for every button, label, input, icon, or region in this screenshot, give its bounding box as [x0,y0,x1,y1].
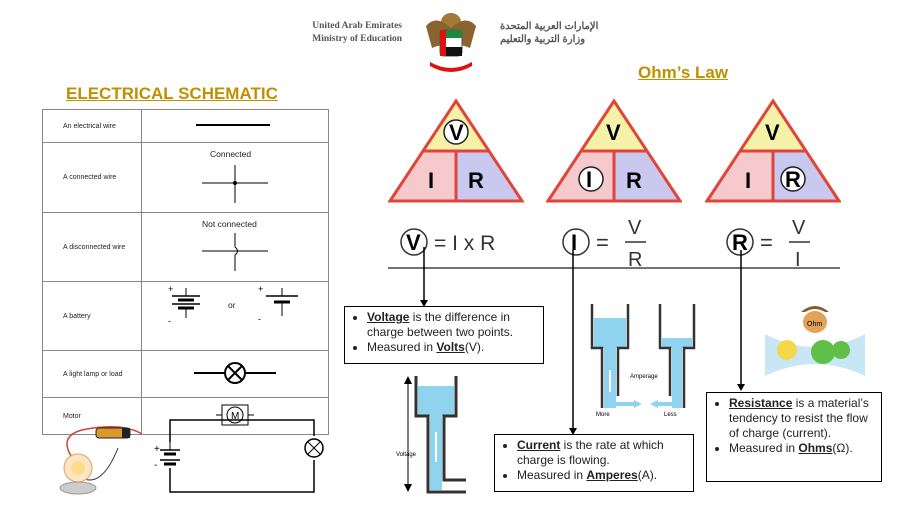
motor-symbol: M [141,397,329,435]
formula-voltage: V = I x R [396,222,536,267]
formula-r-num: V [792,217,806,239]
lamp-symbol [141,350,329,398]
svg-text:+: + [168,284,173,294]
resistance-unit-name: Ohms [798,441,833,455]
formula-i-num: V [628,217,642,239]
schematic-row-label: A disconnected wire [42,212,142,282]
current-unit-suffix: (A). [637,468,658,482]
voltage-illustration-label: Voltage [396,452,417,458]
triangle-letter-i: I [428,168,434,193]
header-english: United Arab Emirates Ministry of Educati… [282,20,402,46]
current-def: is the rate at which charge is flowing. [517,438,664,467]
schematic-row-label: An electrical wire [42,109,142,143]
ohm-label: Ohm [807,321,822,328]
header-english-line-2: Ministry of Education [312,34,402,44]
formula-i-den: R [628,249,642,271]
svg-text:-: - [258,314,261,324]
motor-letter: M [231,411,239,422]
current-measured-prefix: Measured in [517,468,587,482]
triangle-letter-v: V [606,120,621,145]
triangle-letter-r: R [468,168,484,193]
voltage-term: Voltage [367,310,410,324]
current-definition: Current is the rate at which charge is f… [517,438,687,468]
resistance-definition: Resistance is a material’s tendency to r… [729,396,875,441]
schematic-title: ELECTRICAL SCHEMATIC [66,84,278,103]
triangle-letter-r: R [626,168,642,193]
formula-resistance: R = V I [722,214,822,279]
svg-text:-: - [154,460,157,471]
resistance-cartoon-illustration: Ohm [765,298,865,378]
current-definition-box: Current is the rate at which charge is f… [494,434,694,492]
voltage-measured-prefix: Measured in [367,340,437,354]
formula-i-lhs: I [571,230,577,255]
lamp-circuit-illustration [42,418,143,498]
less-label: Less [664,412,677,418]
voltage-definition-box: Voltage is the difference in charge betw… [344,306,544,364]
resistance-measured-prefix: Measured in [729,441,799,455]
triangle-letter-v: V [765,120,780,145]
more-label: More [596,412,610,418]
ohms-triangle-v: V I R [387,98,525,209]
current-term: Current [517,438,561,452]
amperage-label: Amperage [630,374,658,380]
current-unit-name: Amperes [586,468,638,482]
emblem-logo [418,4,484,74]
not-connected-caption: Not connected [202,219,257,229]
voltage-unit: Measured in Volts(V). [367,340,537,355]
header-english-line-1: United Arab Emirates [312,21,402,31]
voltage-unit-suffix: (V). [464,340,485,354]
formula-r-den: I [795,249,801,271]
svg-text:-: - [168,316,171,326]
svg-text:+: + [154,444,160,455]
header-arabic-line-2: وزارة التربية والتعليم [500,34,586,45]
battery-or-caption: or [228,300,236,310]
ohms-triangle-i: V I R [545,98,683,209]
voltage-water-illustration: Voltage [396,372,472,496]
resistance-definition-box: Resistance is a material’s tendency to r… [706,392,882,482]
current-unit: Measured in Amperes(A). [517,468,687,483]
formula-v-rhs: = I x R [434,232,495,255]
ohms-triangle-r: V I R [704,98,842,209]
formula-i-eq: = [596,230,609,255]
svg-text:+: + [258,284,263,294]
header-arabic-line-1: الإمارات العربية المتحدة [500,21,599,32]
simple-circuit-diagram: +- [150,414,335,496]
voltage-definition: Voltage is the difference in charge betw… [367,310,537,340]
schematic-row-label: A light lamp or load [42,350,142,398]
triangle-letter-r: R [785,167,801,192]
triangle-letter-i: I [745,168,751,193]
battery-symbol: or + - + - [141,281,329,351]
resistance-unit: Measured in Ohms(Ω). [729,441,875,456]
resistance-term: Resistance [729,396,793,410]
formula-r-eq: = [760,230,773,255]
formula-r-lhs: R [732,230,748,255]
connected-caption: Connected [210,149,252,159]
amperage-water-illustration: Amperage More Less [588,300,708,418]
resistance-def: is a material’s tendency to resist the f… [729,396,869,440]
voltage-unit-name: Volts [436,340,465,354]
triangle-letter-i: I [586,167,592,192]
formula-v-lhs: V [406,230,421,255]
header-arabic: الإمارات العربية المتحدة وزارة التربية و… [500,20,630,46]
ohms-law-title: Ohm’s Law [638,63,729,82]
formula-current: I = V R [558,214,658,279]
connected-wire-symbol: Connected [141,142,329,213]
triangle-letter-v: V [449,120,464,145]
disconnected-wire-symbol: Not connected [141,212,329,282]
voltage-def: is the difference in charge between two … [367,310,514,339]
resistance-unit-suffix: (Ω). [832,441,853,455]
